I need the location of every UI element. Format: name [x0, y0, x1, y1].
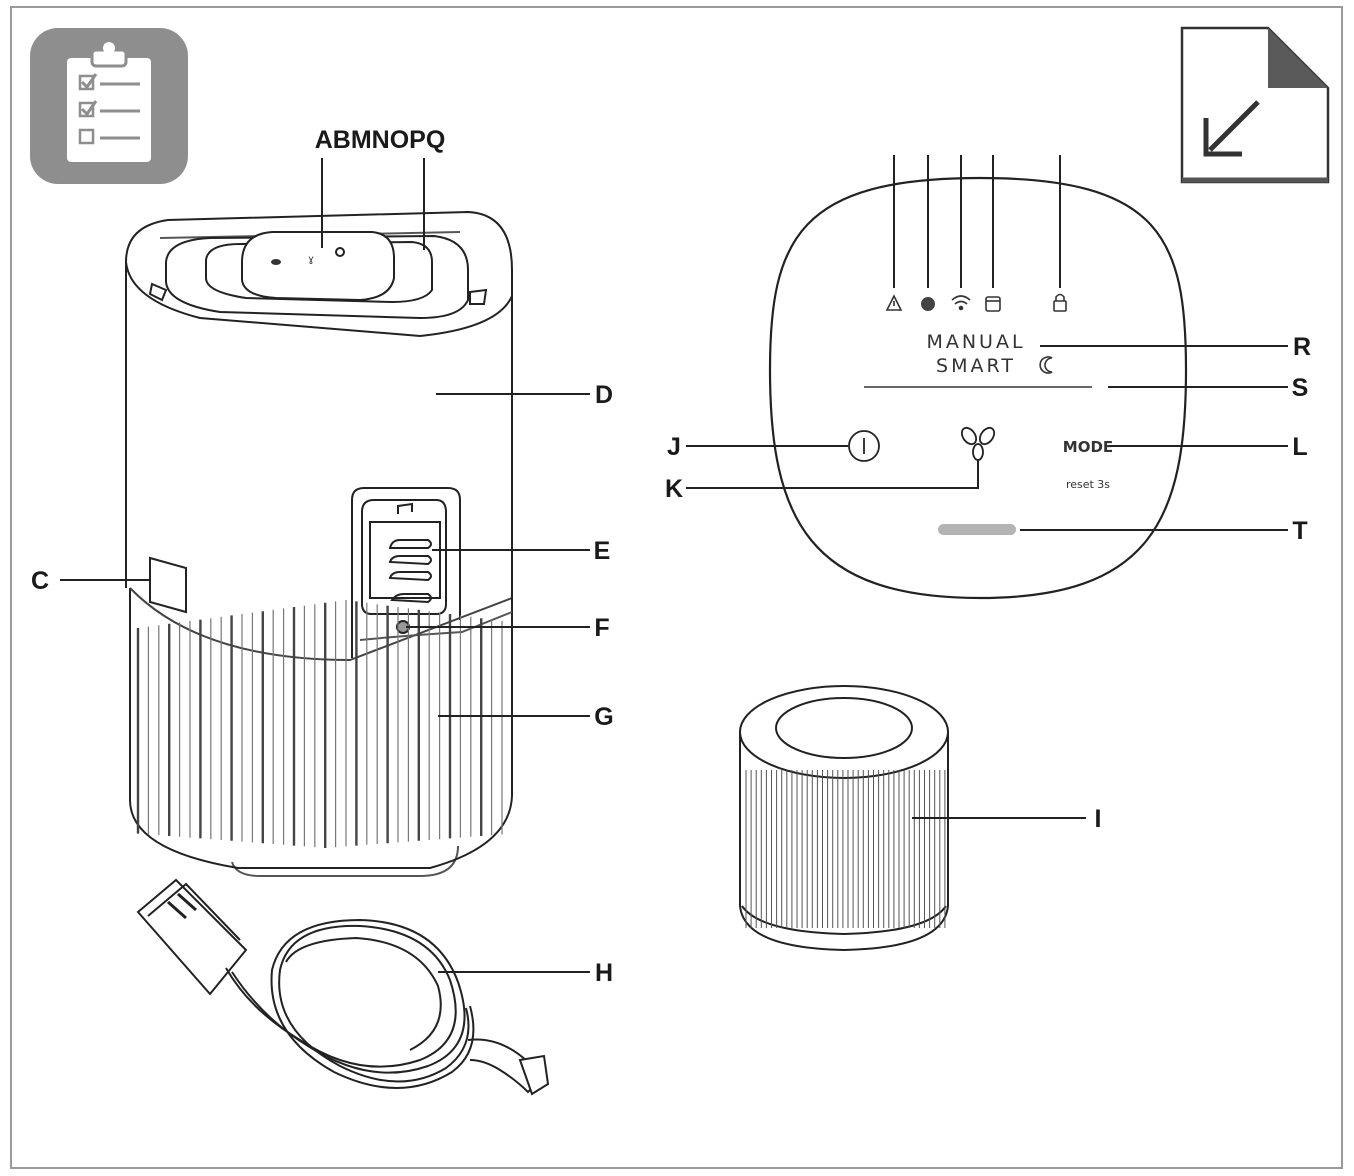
callout-t: T: [1292, 517, 1307, 545]
callout-l: L: [1292, 433, 1307, 461]
callout-r: R: [1293, 333, 1311, 361]
page-frame: [10, 6, 1343, 1169]
checklist-icon: [30, 28, 188, 184]
lock-icon: [1053, 293, 1067, 312]
mode-button[interactable]: MODE: [1063, 438, 1113, 456]
callout-d: D: [595, 381, 613, 409]
power-button-icon[interactable]: [848, 430, 880, 462]
callout-k: K: [665, 475, 683, 503]
control-panel: [768, 176, 1188, 600]
callout-c: C: [31, 567, 49, 595]
callout-i: I: [1095, 805, 1102, 833]
warning-icon: [885, 294, 903, 311]
callout-g: G: [594, 703, 613, 731]
arrow-down-left-icon: [1180, 26, 1330, 184]
callout-f: F: [594, 614, 609, 642]
callout-abmnopq: ABMNOPQ: [315, 126, 446, 154]
callout-j: J: [667, 433, 681, 461]
callout-leader-lines: [60, 158, 1288, 973]
svg-text:ɣ: ɣ: [308, 254, 314, 265]
filter-pleats: [745, 770, 946, 928]
callout-h: H: [595, 959, 613, 987]
intake-grille: [136, 600, 503, 848]
night-mode-icon: [1039, 356, 1053, 374]
filter-indicator-icon: [985, 296, 1001, 312]
light-bar: [938, 524, 1016, 535]
callout-s: S: [1292, 374, 1309, 402]
air-purifier: ɣ: [125, 210, 513, 877]
indicator-leader-lines: [893, 155, 1061, 288]
manual-mode-label: MANUAL: [926, 331, 1025, 353]
smart-mode-label: SMART: [936, 355, 1016, 377]
wifi-icon: [951, 295, 971, 311]
power-adapter: [136, 878, 550, 1096]
reset-hint-label: reset 3s: [1066, 478, 1110, 491]
callout-e: E: [594, 537, 611, 565]
dot-indicator-icon: [921, 297, 935, 311]
